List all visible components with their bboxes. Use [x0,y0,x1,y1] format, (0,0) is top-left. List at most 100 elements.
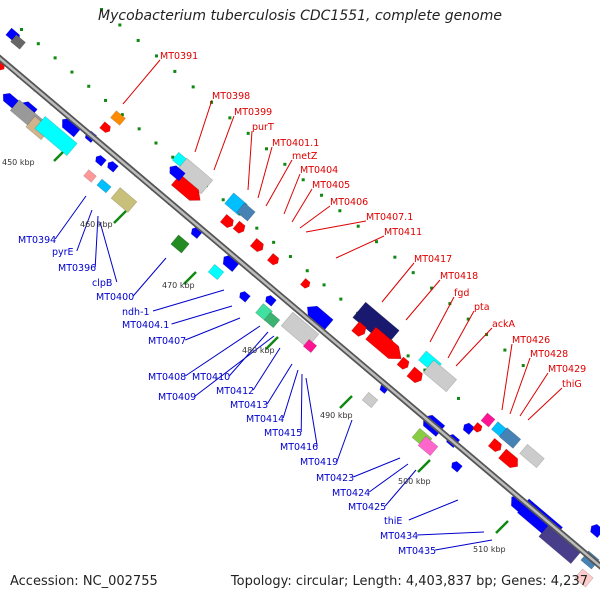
slot-dot [53,56,57,60]
label-leader-line [300,373,303,433]
label-leader-line [381,262,415,303]
gene-label-forward: MT0428 [530,349,568,360]
scale-tick-mark [183,271,197,285]
slot-dot [423,368,427,372]
gene-feature [95,154,107,167]
slot-dot [155,54,159,58]
gene-feature [239,290,251,303]
scale-tick-mark [265,336,279,350]
gene-label-forward: MT0401.1 [272,138,319,149]
gene-label-reverse: MT0425 [348,502,386,513]
slot-dot [228,116,232,120]
slot-dot [521,364,525,368]
gene-arrow [265,294,277,307]
label-leader-line [305,377,318,447]
slot-dot [283,162,287,166]
gene-feature [170,173,201,201]
gene-feature [306,305,334,331]
label-leader-line [228,331,269,377]
gene-feature [422,359,458,393]
gene-feature [232,220,246,234]
gene-feature [99,121,111,134]
label-leader-line [384,469,417,507]
genome-summary-text: Topology: circular; Length: 4,403,837 bp… [230,574,588,589]
label-leader-line [194,99,213,153]
gene-label-forward: thiG [562,379,582,390]
slot-dot [338,209,342,213]
gene-label-reverse: thiE [384,516,402,527]
gene-arrow [451,460,463,473]
label-leader-line [122,59,161,105]
gene-arrow [107,160,119,173]
gene-feature [207,263,225,281]
gene-feature [236,202,256,222]
slot-dot [87,84,91,88]
gene-label-reverse: MT0424 [332,488,370,499]
label-leader-line [417,531,485,536]
slot-dot [265,147,269,151]
gene-box [422,359,458,393]
slot-dot [288,255,292,259]
slot-dot [503,348,507,352]
slot-dot [100,8,103,11]
gene-box [352,301,400,347]
gene-box [207,263,225,281]
label-leader-line [185,317,241,341]
gene-box [280,311,320,349]
scale-tick-mark [113,210,127,224]
slot-dot [20,28,23,31]
gene-feature [396,356,410,370]
label-leader-line [152,289,225,312]
gene-arrow [471,421,483,433]
label-leader-line [368,463,409,493]
scale-tick-label: 500 kbp [398,477,431,486]
gene-label-reverse: MT0408 [148,372,186,383]
gene-feature [110,187,138,213]
gene-feature [480,412,496,428]
gene-box [574,568,594,588]
gene-feature [169,165,186,182]
gene-feature [498,448,518,469]
scale-tick-label: 490 kbp [320,411,353,420]
gene-feature [365,326,402,360]
gene-arrow [99,121,111,134]
gene-feature [249,237,264,253]
gene-label-forward: MT0411 [384,227,422,238]
gene-label-reverse: MT0400 [96,292,134,303]
gene-label-forward: MT0398 [212,91,250,102]
gene-arrow [396,356,410,370]
label-leader-line [405,279,441,321]
slot-dot [411,271,415,275]
label-leader-line [335,235,385,259]
label-leader-line [408,499,459,521]
gene-label-forward: MT0426 [512,335,550,346]
slot-dot [136,38,140,42]
gene-arrow [169,165,186,182]
gene-box [110,110,126,126]
gene-box [417,435,439,457]
slot-dot [104,98,108,102]
gene-feature [462,422,476,436]
gene-box [519,443,545,469]
gene-label-reverse: MT0419 [300,457,338,468]
gene-label-forward: MT0391 [160,51,198,62]
gene-feature [406,366,423,384]
label-leader-line [76,209,93,252]
gene-feature [170,234,190,254]
label-leader-line [353,457,401,478]
label-leader-line [435,539,493,551]
gene-arrow [365,326,402,360]
gene-label-reverse: MT0414 [246,414,284,425]
gene-feature [96,178,112,194]
gene-box [10,34,26,50]
gene-box [361,391,379,409]
gene-box [170,234,190,254]
accession-text: Accession: NC_002755 [10,574,158,589]
gene-label-reverse: MT0409 [158,392,196,403]
label-leader-line [519,372,549,417]
label-leader-line [527,387,563,421]
gene-feature [107,160,119,173]
gene-arrow [351,321,367,337]
gene-label-forward: MT0405 [312,180,350,191]
gene-feature [498,427,522,449]
